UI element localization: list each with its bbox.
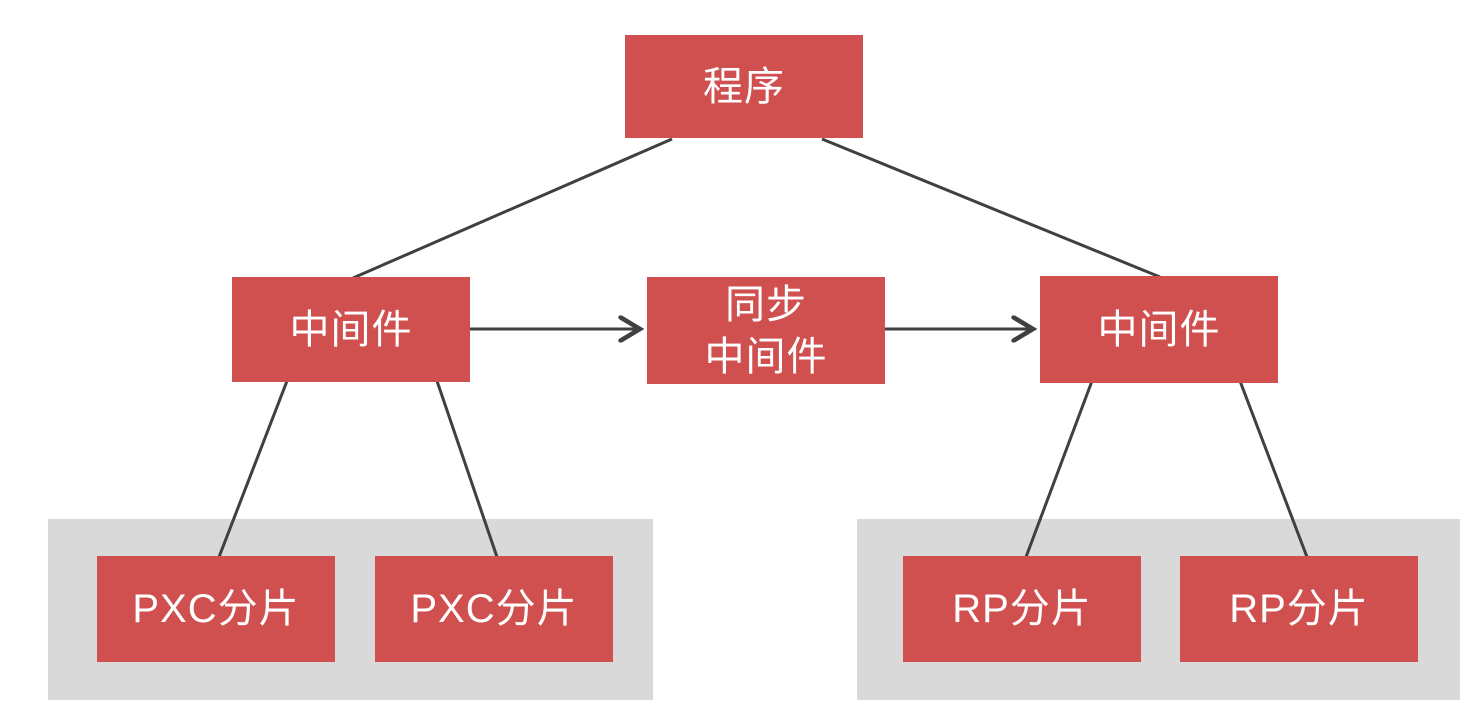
connector-middleware-left-to-pxc-1 bbox=[217, 380, 289, 558]
connector-middleware-left-to-pxc-2 bbox=[435, 380, 499, 558]
connector-middleware-right-to-rp-2 bbox=[1238, 380, 1309, 558]
node-middleware-left: 中间件 bbox=[232, 277, 470, 382]
connector-program-to-middleware-right bbox=[821, 137, 1161, 279]
node-pxc-shard-2: PXC分片 bbox=[375, 556, 613, 662]
node-rp-shard-1: RP分片 bbox=[903, 556, 1141, 662]
node-program: 程序 bbox=[625, 35, 863, 138]
node-sync-middleware: 同步 中间件 bbox=[647, 277, 885, 384]
node-middleware-right: 中间件 bbox=[1040, 276, 1278, 383]
connector-program-to-middleware-left bbox=[352, 137, 673, 280]
node-rp-shard-2: RP分片 bbox=[1180, 556, 1418, 662]
connector-middleware-right-to-rp-1 bbox=[1024, 380, 1094, 558]
node-pxc-shard-1: PXC分片 bbox=[97, 556, 335, 662]
